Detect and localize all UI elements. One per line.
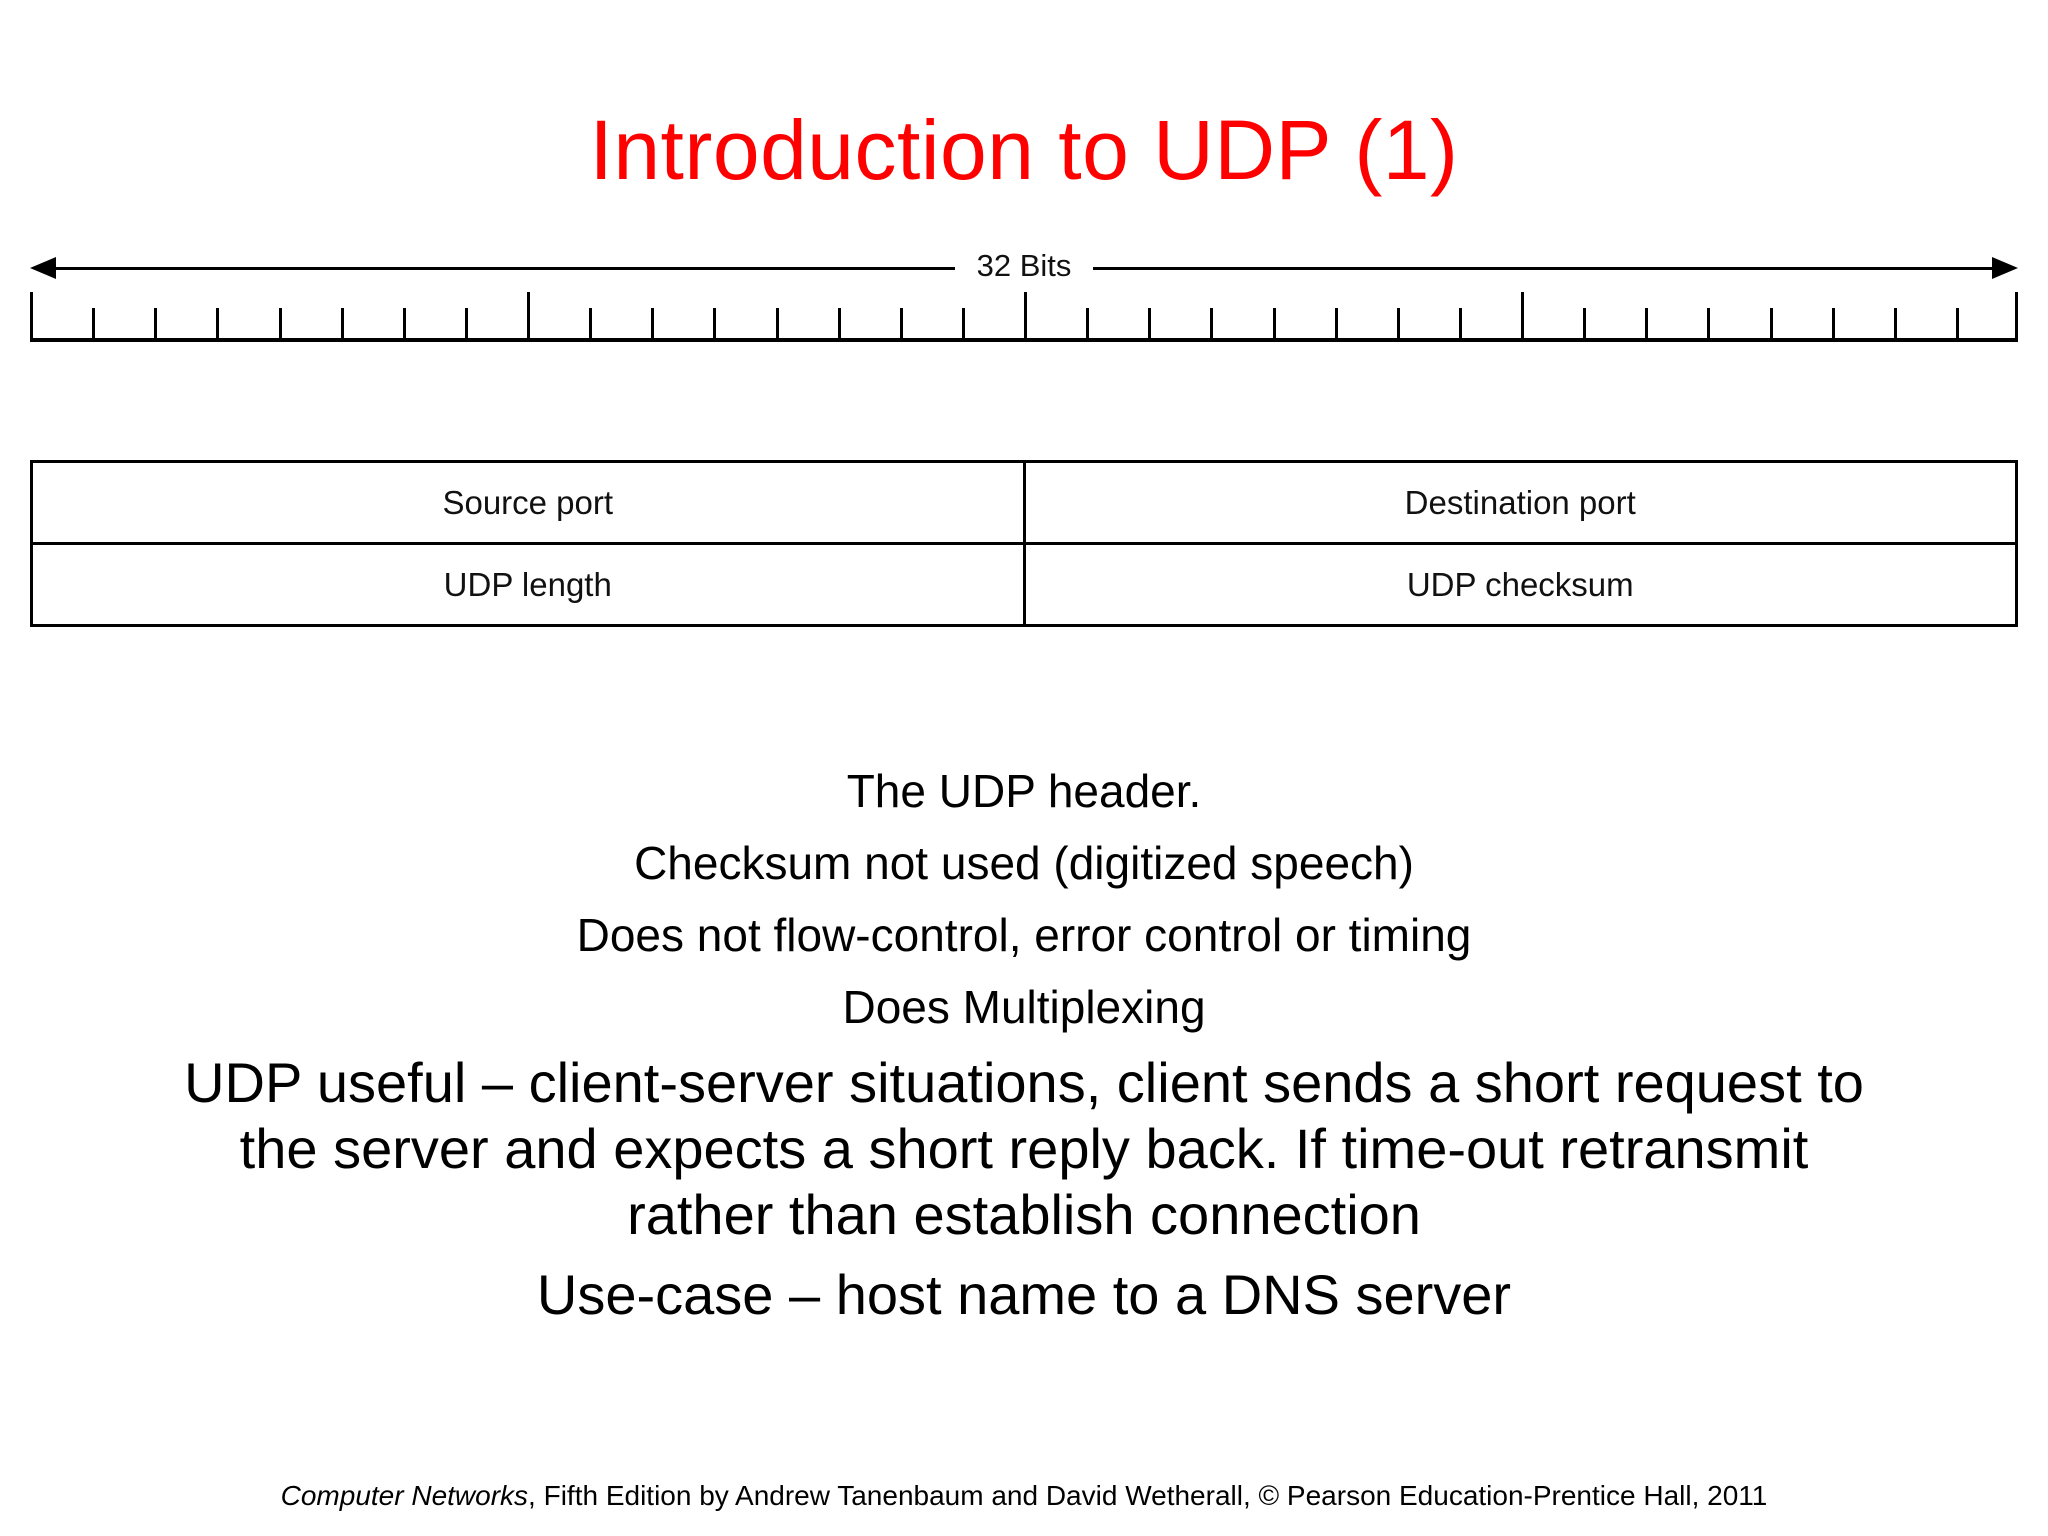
tick-minor xyxy=(216,308,220,338)
cell-destination-port: Destination port xyxy=(1022,460,2018,545)
arrow-line-left xyxy=(56,266,955,270)
tick-minor xyxy=(278,308,282,338)
cell-udp-checksum: UDP checksum xyxy=(1022,542,2018,627)
body-content: The UDP header. Checksum not used (digit… xyxy=(120,760,1928,1328)
udp-header-table: Source port Destination port UDP length … xyxy=(30,460,2018,627)
arrow-left-icon xyxy=(30,257,56,279)
body-line-2: Checksum not used (digitized speech) xyxy=(634,837,1414,889)
tick-minor xyxy=(1458,308,1462,338)
tick-minor xyxy=(1272,308,1276,338)
tick-minor xyxy=(1148,308,1152,338)
body-use-case-line: Use-case – host name to a DNS server xyxy=(536,1263,1512,1326)
body-line-3: Does not flow-control, error control or … xyxy=(576,909,1472,961)
body-paragraph: UDP useful – client-server situations, c… xyxy=(184,1051,1864,1246)
tick-minor xyxy=(154,308,158,338)
bit-width-label: 32 Bits xyxy=(976,248,1072,283)
tick-minor xyxy=(1769,308,1773,338)
arrow-right-icon xyxy=(1992,257,2018,279)
tick-minor xyxy=(1707,308,1711,338)
tick-major xyxy=(2015,292,2018,338)
tick-major xyxy=(1521,292,1524,338)
tick-major xyxy=(30,292,33,338)
tick-minor xyxy=(1334,308,1338,338)
tick-minor xyxy=(1955,308,1959,338)
tick-minor xyxy=(92,308,96,338)
arrow-line-right xyxy=(1093,266,1992,270)
tick-minor xyxy=(713,308,717,338)
bit-width-arrow: 32 Bits xyxy=(30,236,2018,300)
tick-major xyxy=(1024,292,1027,338)
tick-minor xyxy=(899,308,903,338)
tick-minor xyxy=(589,308,593,338)
bit-width-ruler: 32 Bits xyxy=(30,236,2018,396)
tick-minor xyxy=(340,308,344,338)
body-line-4: Does Multiplexing xyxy=(842,981,1206,1033)
footer-attribution: Computer Networks, Fifth Edition by Andr… xyxy=(0,1478,2048,1514)
tick-minor xyxy=(1583,308,1587,338)
tick-minor xyxy=(464,308,468,338)
tick-minor xyxy=(1086,308,1090,338)
tick-major xyxy=(527,292,530,338)
cell-source-port: Source port xyxy=(30,460,1026,545)
bit-tick-strip xyxy=(30,292,2018,342)
tick-minor xyxy=(1893,308,1897,338)
cell-udp-length: UDP length xyxy=(30,542,1026,627)
tick-minor xyxy=(837,308,841,338)
tick-minor xyxy=(961,308,965,338)
tick-minor xyxy=(775,308,779,338)
tick-minor xyxy=(1831,308,1835,338)
tick-minor xyxy=(651,308,655,338)
body-line-1: The UDP header. xyxy=(846,765,1202,817)
table-row: Source port Destination port xyxy=(30,460,2018,545)
tick-minor xyxy=(1396,308,1400,338)
footer-credit-text: , Fifth Edition by Andrew Tanenbaum and … xyxy=(528,1480,1768,1511)
tick-minor xyxy=(1645,308,1649,338)
table-row: UDP length UDP checksum xyxy=(30,542,2018,627)
tick-minor xyxy=(1210,308,1214,338)
tick-minor xyxy=(402,308,406,338)
page-title: Introduction to UDP (1) xyxy=(589,103,1459,198)
footer-book-title: Computer Networks xyxy=(280,1480,529,1511)
